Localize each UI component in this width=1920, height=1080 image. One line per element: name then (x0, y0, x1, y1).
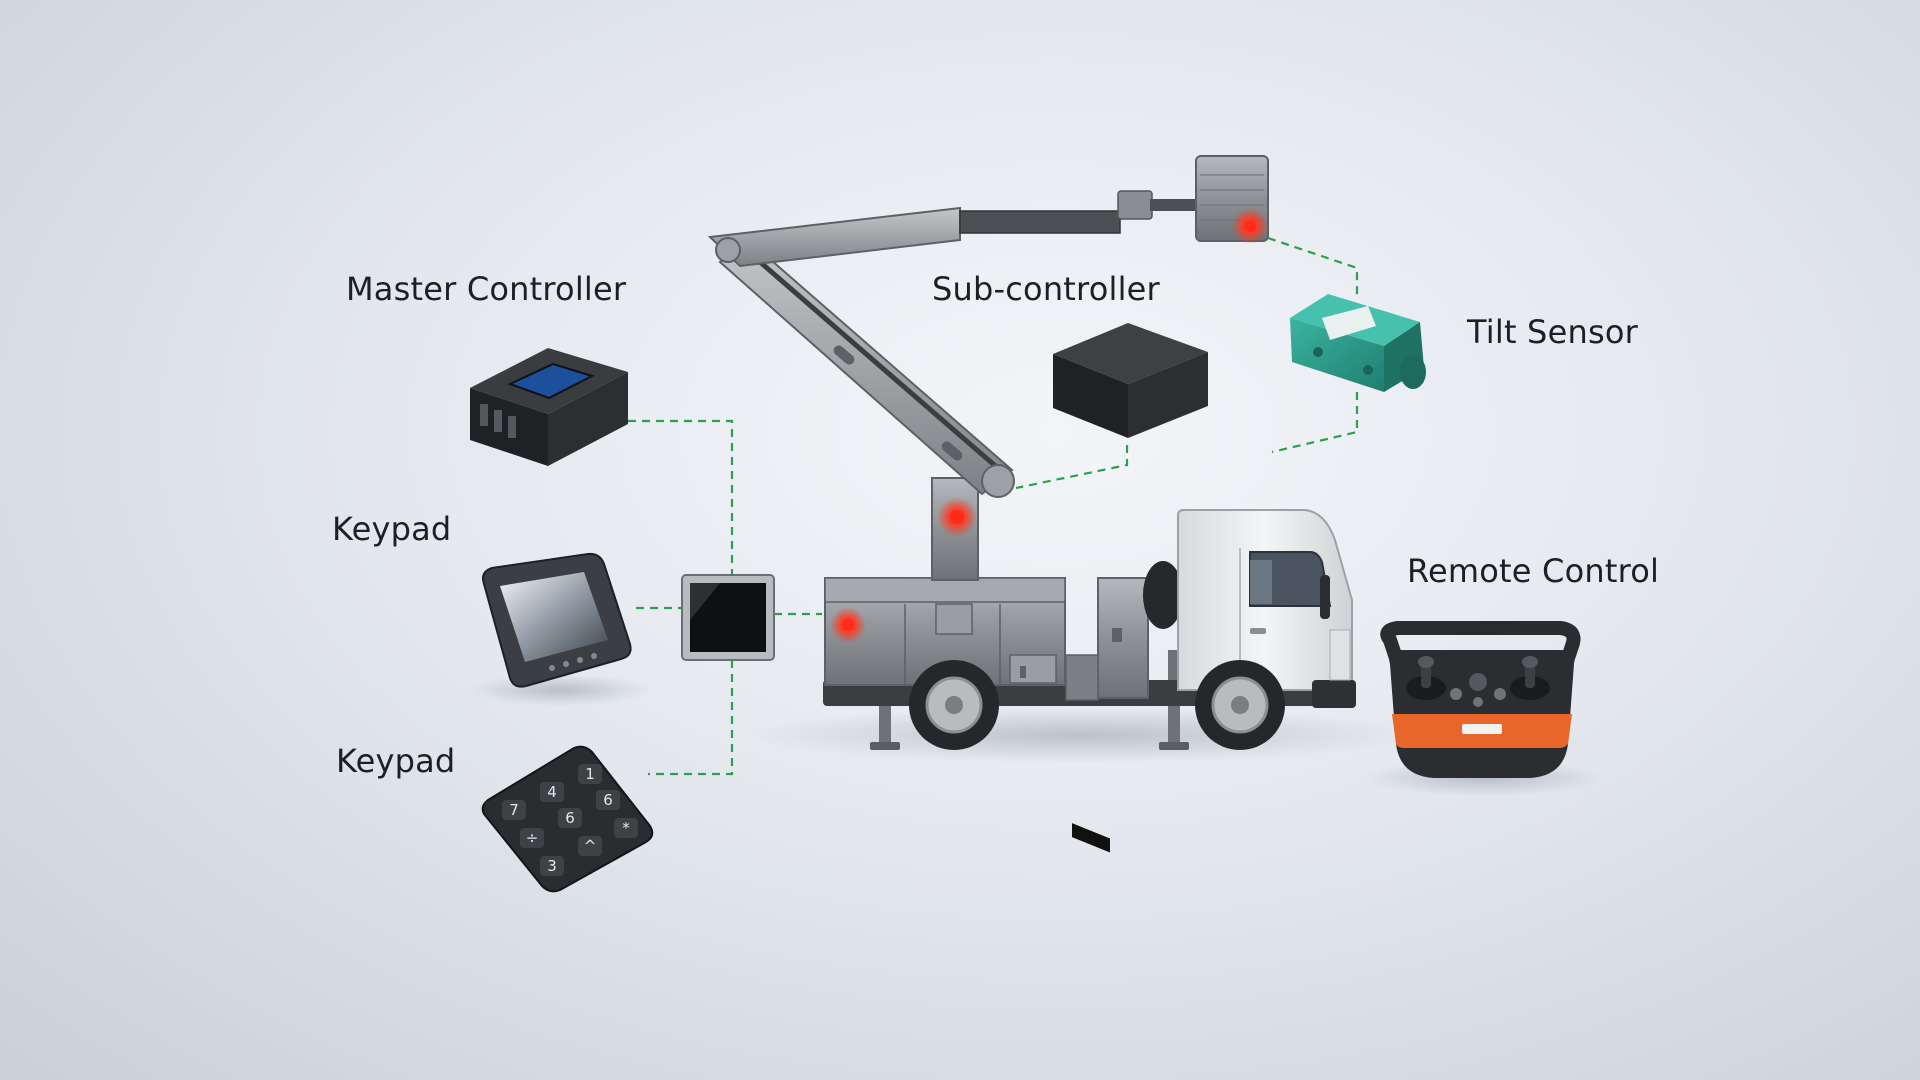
label-tilt-sensor: Tilt Sensor (1467, 313, 1638, 351)
keypad-key-label: 7 (509, 801, 519, 819)
aerial-lift-truck-icon (707, 155, 1356, 750)
keypad-key-label: ^ (584, 837, 597, 855)
keypad-key-label: 6 (565, 809, 575, 827)
connector-sub-boom (1015, 445, 1129, 490)
label-remote-control: Remote Control (1407, 552, 1660, 590)
label-keypad-display: Keypad (332, 510, 452, 548)
connector-hub-keypad (648, 660, 734, 776)
indicator-led-body (830, 607, 866, 643)
display-keypad-icon (482, 552, 632, 688)
label-sub-controller: Sub-controller (932, 270, 1160, 308)
connector-platform-tilt (1267, 236, 1359, 296)
keypad-key-1: 7 (502, 800, 526, 820)
keypad-key-label: 6 (603, 791, 613, 809)
keypad-key-label: ÷ (526, 829, 539, 847)
keypad-key-3: 1 (578, 764, 602, 784)
keypad-key-label: 4 (547, 783, 557, 801)
keypad-key-2: 4 (540, 782, 564, 802)
front-wheel (1195, 660, 1285, 750)
keypad-key-label: 3 (547, 857, 557, 875)
spare-tire (1143, 561, 1183, 629)
tilt-sensor-icon (1290, 294, 1426, 392)
keypad-key-9: * (614, 818, 638, 838)
indicator-led-platform (1232, 208, 1268, 244)
label-master-controller: Master Controller (346, 270, 627, 308)
boom-root-joint (715, 237, 741, 263)
truck-shadow (750, 707, 1410, 763)
label-keypad-buttons: Keypad (336, 742, 456, 780)
display-hub-icon (681, 574, 775, 661)
keypad-keys: 7 4 1 ÷ 6 6 3 ^ (502, 764, 638, 876)
keypad-key-4: ÷ (520, 828, 544, 848)
connector-lines (628, 236, 1359, 776)
keypad-key-6: 6 (596, 790, 620, 810)
keypad-key-label: 1 (585, 765, 595, 783)
side-mirror (1320, 575, 1330, 619)
rear-wheel (909, 660, 999, 750)
side-storage-box (1097, 577, 1149, 699)
upper-boom (707, 190, 1198, 268)
connector-master-hub (628, 419, 734, 575)
keypad-key-8: ^ (578, 836, 602, 856)
keypad-display-shadow (470, 674, 650, 706)
connector-tilt-truck (1271, 392, 1359, 454)
controller-box-icon (470, 348, 628, 466)
lower-boom (718, 238, 1014, 496)
indicator-led-boom (937, 497, 977, 537)
sub-controller-box-icon (1053, 323, 1208, 853)
keypad-key-5: 6 (558, 808, 582, 828)
keypad-key-label: * (622, 819, 630, 837)
boom-elbow-joint (981, 464, 1015, 498)
keypad-key-7: 3 (540, 856, 564, 876)
front-bumper (1312, 680, 1356, 708)
joystick-remote-icon (1380, 621, 1581, 778)
